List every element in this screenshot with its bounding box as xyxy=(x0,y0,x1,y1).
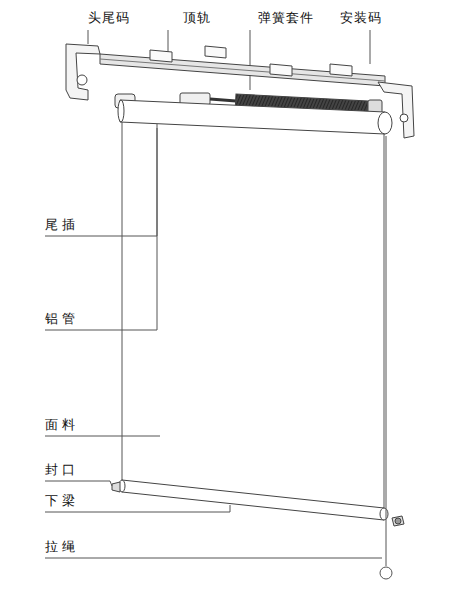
part-label: 安装码 xyxy=(340,10,382,26)
part-label: 弹簧套件 xyxy=(258,10,314,26)
part-label: 封口 xyxy=(45,462,79,478)
part-label: 下梁 xyxy=(45,493,79,509)
part-label: 面料 xyxy=(45,417,79,433)
part-label: 拉绳 xyxy=(45,539,79,555)
part-label: 铝管 xyxy=(45,311,79,327)
part-label: 尾插 xyxy=(45,217,79,233)
part-label: 顶轨 xyxy=(183,10,211,26)
part-label: 头尾码 xyxy=(88,10,130,26)
